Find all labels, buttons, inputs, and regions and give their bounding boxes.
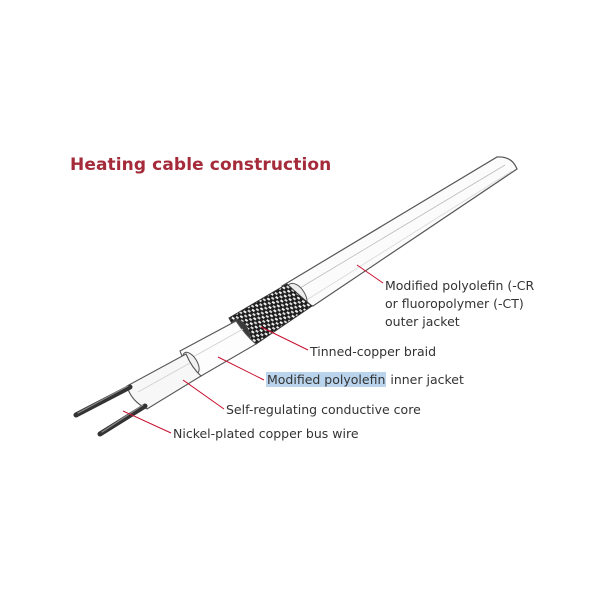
leader-bus-wire (122, 410, 172, 434)
label-bus-wire: Nickel-plated copper bus wire (173, 426, 359, 441)
bus-wire-lower-shine (101, 404, 144, 433)
bus-wire-upper-shine (77, 385, 129, 414)
label-braid: Tinned-copper braid (310, 344, 437, 359)
bus-wire-lower (97, 403, 148, 437)
label-core: Self-regulating conductive core (226, 402, 421, 417)
label-inner-jacket: Modified polyolefin inner jacket (266, 371, 464, 389)
label-outer-jacket-line2: or fluoropolymer (-CT) (385, 296, 524, 311)
conductive-core (126, 353, 202, 410)
core-line (137, 362, 191, 393)
label-outer-jacket-line3: outer jacket (385, 314, 460, 329)
label-inner-jacket-highlight: Modified polyolefin (266, 372, 387, 387)
outer-jacket-highlight (294, 164, 506, 292)
label-outer-jacket-line1: Modified polyolefin (-CR (385, 278, 535, 293)
label-inner-jacket-rest: inner jacket (386, 372, 464, 387)
leader-outer-jacket (356, 264, 384, 284)
label-outer-jacket: Modified polyolefin (-CR or fluoropolyme… (385, 277, 534, 331)
leader-braid (260, 326, 309, 351)
leader-inner-jacket (217, 356, 265, 381)
inner-jacket-line (192, 328, 244, 358)
outer-jacket-shadow (304, 170, 513, 302)
leader-core (182, 379, 225, 410)
bus-wire-upper (73, 384, 133, 418)
diagram-title: Heating cable construction (70, 155, 332, 175)
